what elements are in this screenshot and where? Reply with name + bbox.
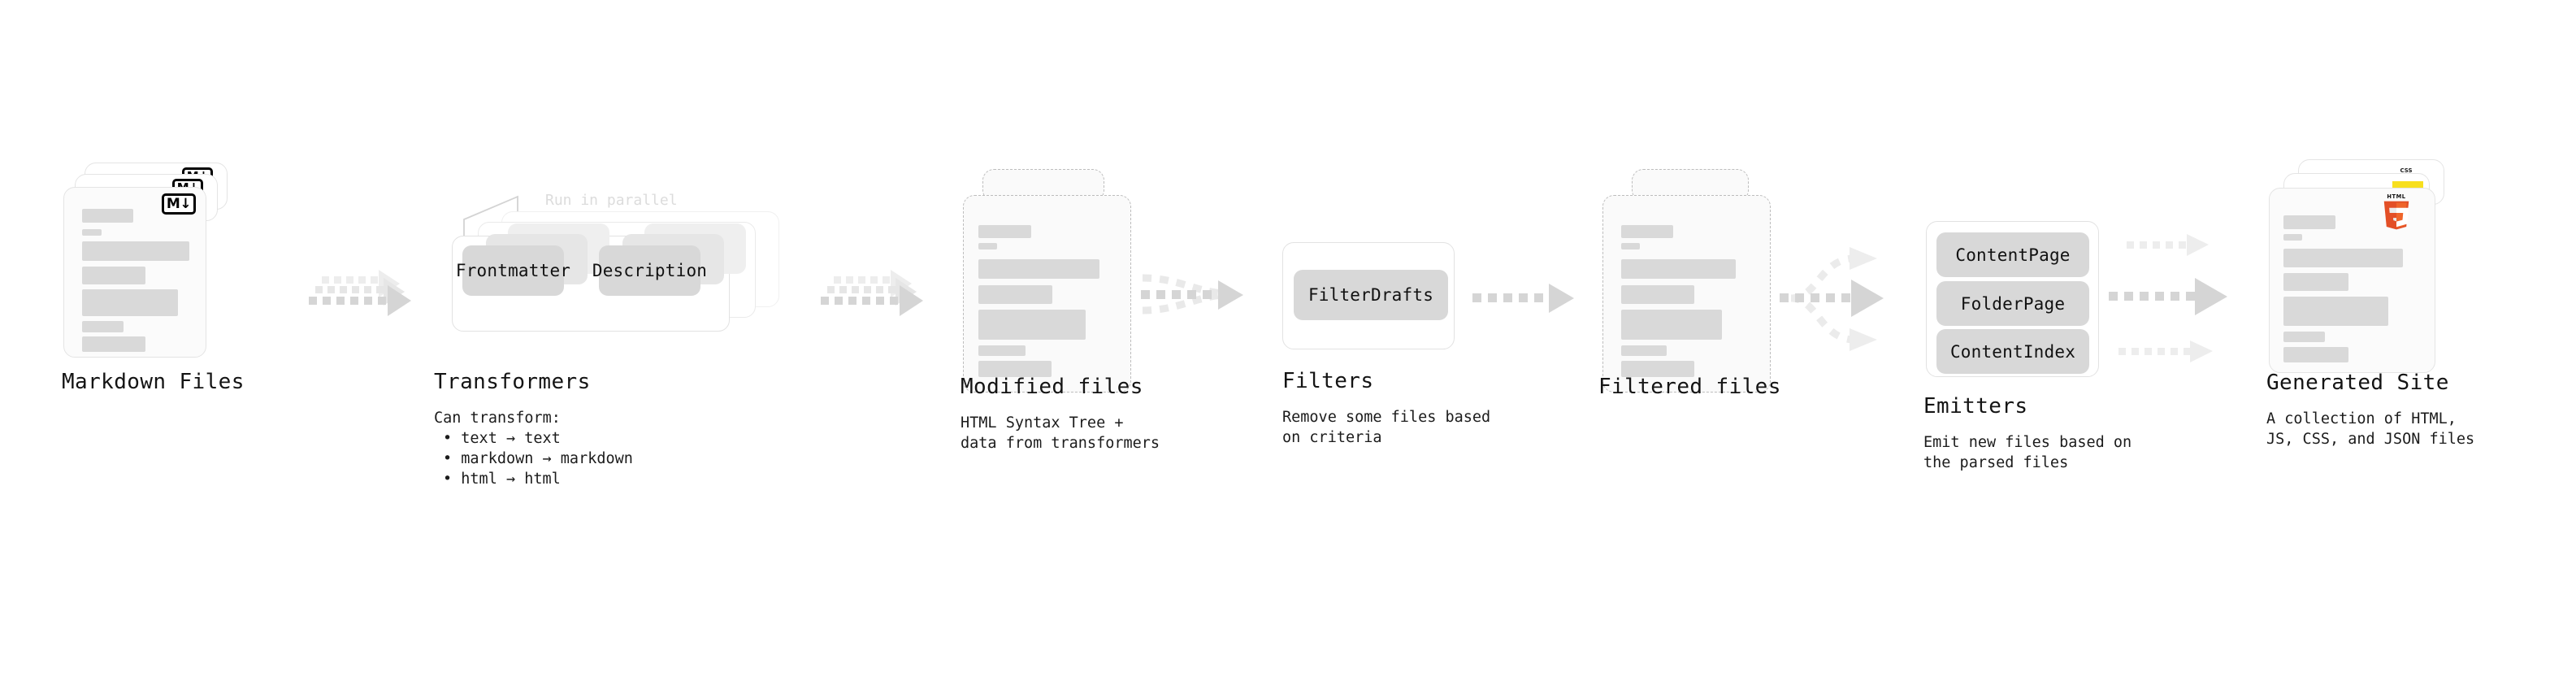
stage-title-markdown-files: Markdown Files xyxy=(62,370,245,394)
modified-files-subtitle: HTML Syntax Tree + data from transformer… xyxy=(961,414,1160,452)
transformer-pill-frontmatter[interactable]: Frontmatter xyxy=(456,245,570,296)
skeleton-bar xyxy=(2283,249,2403,267)
transformers-bullet-2: • html → html xyxy=(443,471,561,488)
arrow-filters-to-filtered xyxy=(1472,284,1574,313)
skeleton-bar xyxy=(82,229,102,236)
skeleton-bar xyxy=(978,259,1099,279)
stage-filtered-files: Filtered files xyxy=(1598,169,1781,437)
skeleton-bar xyxy=(978,345,1026,356)
skeleton-bar xyxy=(1621,285,1694,304)
modified-card-stack xyxy=(963,169,1142,437)
arrow-transformers-to-modified xyxy=(821,270,923,316)
stage-title-filtered-files: Filtered files xyxy=(1598,375,1781,399)
skeleton-bar xyxy=(978,285,1052,304)
site-card-html xyxy=(2269,188,2435,373)
html5-badge: HTML xyxy=(2383,193,2409,230)
arrow-emitters-to-site xyxy=(2109,234,2227,362)
skeleton-bar xyxy=(978,225,1031,238)
emitters-pill-folderpage[interactable]: FolderPage xyxy=(1936,281,2089,326)
skeleton-bar xyxy=(1621,243,1640,249)
markdown-card-front xyxy=(63,187,206,358)
stage-title-filters: Filters xyxy=(1282,369,1374,393)
transformers-bullet-1: • markdown → markdown xyxy=(443,450,633,467)
css-badge-label: CSS xyxy=(2400,167,2413,174)
modified-card-front xyxy=(963,195,1131,393)
transformers-bullet-0: • text → text xyxy=(443,430,561,447)
skeleton-bar xyxy=(82,241,189,261)
skeleton-bar xyxy=(1621,259,1736,279)
skeleton-bar xyxy=(82,321,124,332)
transformer-pill-description[interactable]: Description xyxy=(592,245,707,296)
skeleton-bar xyxy=(1621,361,1694,377)
skeleton-bar xyxy=(978,361,1052,377)
skeleton-bar xyxy=(1621,225,1673,238)
skeleton-bar xyxy=(82,336,145,352)
transformers-subtitle: Can transform: xyxy=(434,410,561,427)
emitters-pill-contentpage[interactable]: ContentPage xyxy=(1936,232,2089,277)
skeleton-bar xyxy=(978,243,997,249)
arrow-markdown-to-transformers xyxy=(309,270,411,316)
skeleton-bar xyxy=(82,289,178,316)
stage-title-transformers: Transformers xyxy=(434,370,591,394)
filters-pill-filterdrafts[interactable]: FilterDrafts xyxy=(1294,270,1448,320)
emitters-pill-contentindex[interactable]: ContentIndex xyxy=(1936,329,2089,374)
site-card-stack: CSS HTML xyxy=(2269,159,2464,444)
stage-title-generated-site: Generated Site xyxy=(2266,371,2449,395)
skeleton-bar xyxy=(82,267,145,284)
generated-site-subtitle: A collection of HTML, JS, CSS, and JSON … xyxy=(2266,410,2475,448)
filters-subtitle: Remove some files based on criteria xyxy=(1282,409,1491,446)
skeleton-bar xyxy=(2283,234,2302,241)
skeleton-bar xyxy=(82,209,133,223)
skeleton-bar xyxy=(2283,347,2348,362)
markdown-card-stack: M↓ M↓ M↓ xyxy=(63,163,242,439)
arrow-modified-to-filters xyxy=(1141,274,1243,314)
skeleton-bar xyxy=(2283,273,2348,291)
skeleton-bar xyxy=(2283,215,2335,229)
skeleton-bar xyxy=(1621,345,1667,356)
arrow-filtered-to-emitters xyxy=(1780,247,1884,351)
html5-badge-label: HTML xyxy=(2387,193,2405,200)
stage-generated-site: CSS HTML Generated Sit xyxy=(2266,159,2474,448)
filtered-card-front xyxy=(1602,195,1771,393)
skeleton-bar xyxy=(2283,297,2388,326)
emitters-subtitle: Emit new files based on the parsed files xyxy=(1923,434,2132,471)
run-in-parallel-label: Run in parallel xyxy=(545,192,678,209)
skeleton-bar xyxy=(1621,310,1722,340)
stage-markdown-files: M↓ M↓ M↓ Markdown Files xyxy=(62,163,245,439)
stage-modified-files: Modified files HTML Syntax Tree + data f… xyxy=(961,169,1160,452)
stage-title-emitters: Emitters xyxy=(1923,394,2028,419)
skeleton-bar xyxy=(978,310,1086,340)
filtered-card-stack xyxy=(1602,169,1781,437)
skeleton-bar xyxy=(2283,332,2325,342)
stage-title-modified-files: Modified files xyxy=(961,375,1143,399)
markdown-badge-front: M↓ xyxy=(162,193,196,215)
